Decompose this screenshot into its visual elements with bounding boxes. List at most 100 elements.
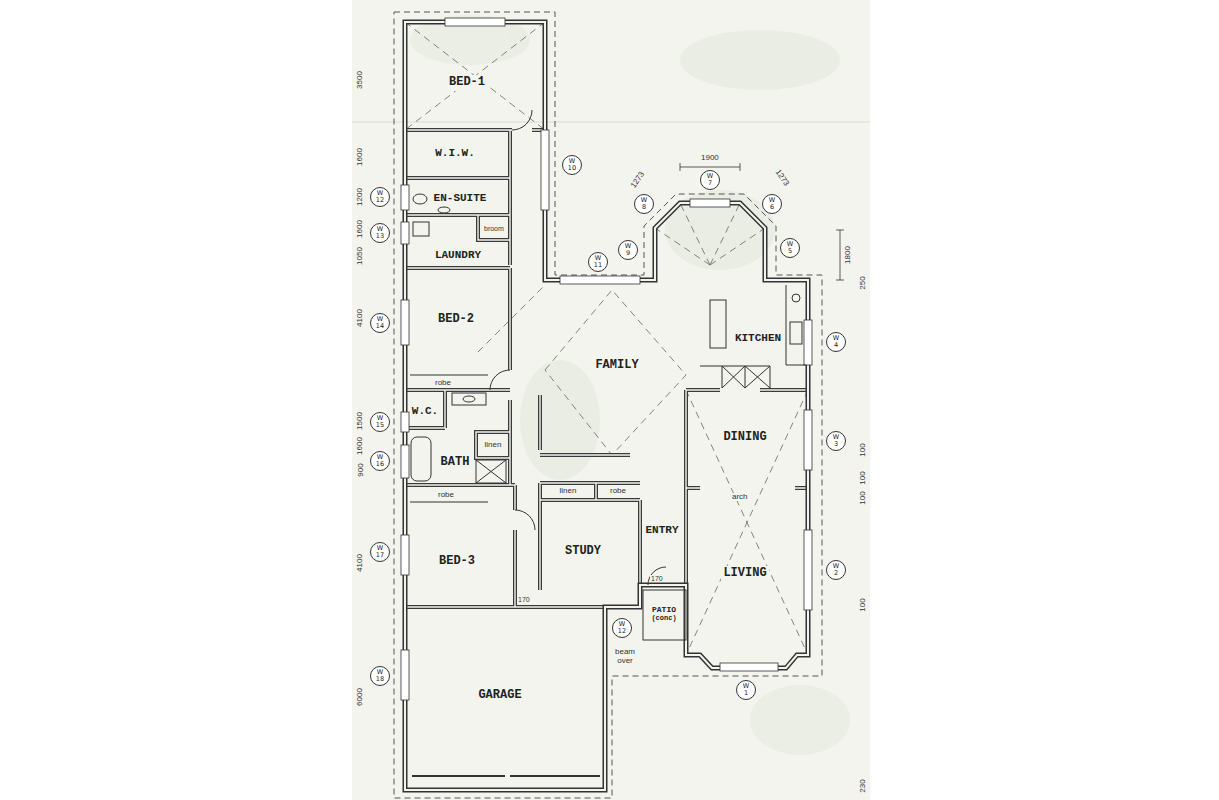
room-name: STUDY bbox=[565, 545, 601, 558]
window-callout: W 16 bbox=[370, 451, 390, 471]
room-note: linen bbox=[484, 441, 503, 449]
window-callout: W 9 bbox=[618, 240, 638, 260]
fold-line bbox=[352, 122, 870, 123]
room-name: BED-3 bbox=[439, 555, 475, 568]
room-name: (conc) bbox=[651, 615, 676, 623]
window bbox=[690, 199, 730, 207]
room: STUDY bbox=[563, 544, 603, 559]
patio-slab bbox=[643, 590, 686, 640]
room: LAUNDRY bbox=[433, 248, 483, 262]
room-name: BATH bbox=[441, 456, 470, 469]
window bbox=[401, 445, 409, 478]
callout-number: W 15 bbox=[375, 415, 385, 429]
window-callout: W 15 bbox=[370, 412, 390, 432]
eaves-line bbox=[394, 12, 822, 798]
room-name: GARAGE bbox=[478, 689, 521, 702]
window-callout: W 14 bbox=[370, 313, 390, 333]
dimension-lines bbox=[680, 163, 844, 280]
window-callout: W 13 bbox=[370, 223, 390, 243]
callout-number: W 8 bbox=[639, 197, 649, 211]
dimension: 1800 bbox=[844, 245, 852, 265]
window-callout: W 10 bbox=[562, 155, 582, 175]
room-name: EN-SUITE bbox=[434, 192, 487, 204]
room-note: robe bbox=[609, 487, 627, 495]
callout-number: W 17 bbox=[375, 545, 385, 559]
room-note: 170 bbox=[650, 575, 664, 582]
dimension: 1600 bbox=[356, 436, 364, 456]
windows bbox=[401, 18, 812, 700]
room-name: BED-2 bbox=[438, 313, 474, 326]
room-name: PATIO bbox=[651, 606, 676, 615]
window bbox=[541, 130, 549, 210]
dimension: 1900 bbox=[700, 154, 720, 162]
door-swing bbox=[512, 110, 532, 130]
door-swing bbox=[648, 567, 666, 585]
dimension: 100 bbox=[858, 442, 866, 457]
room-name: DINING bbox=[723, 431, 766, 444]
hotplate bbox=[792, 294, 800, 302]
room: BATH bbox=[439, 455, 472, 470]
callout-number: W 14 bbox=[375, 316, 385, 330]
callout-number: W 18 bbox=[375, 669, 385, 683]
kitchen-counter bbox=[786, 285, 806, 365]
room: EN-SUITE bbox=[432, 191, 489, 205]
window bbox=[401, 185, 409, 210]
callout-number: W 13 bbox=[375, 226, 385, 240]
room: LIVING bbox=[721, 566, 768, 581]
window-callout: W 4 bbox=[826, 332, 846, 352]
callout-number: W 5 bbox=[785, 241, 795, 255]
window bbox=[804, 410, 812, 470]
basin bbox=[438, 207, 450, 213]
dimension: 1200 bbox=[356, 187, 364, 207]
dimension: 1600 bbox=[356, 147, 364, 167]
toilet bbox=[413, 194, 427, 204]
room-note: broom bbox=[483, 225, 505, 232]
dimension: 1050 bbox=[356, 246, 364, 266]
garage-door bbox=[412, 775, 600, 777]
dimension: 100 bbox=[858, 470, 866, 485]
callout-number: W 12 bbox=[617, 621, 627, 635]
door-swing bbox=[515, 510, 535, 530]
dimension: 1500 bbox=[356, 411, 364, 431]
dimension: 4100 bbox=[356, 553, 364, 573]
window-callout: W 5 bbox=[780, 238, 800, 258]
window-callout: W 12 bbox=[370, 187, 390, 207]
dimension: 3500 bbox=[356, 70, 364, 90]
room-note: linen bbox=[559, 487, 578, 495]
room: GARAGE bbox=[476, 688, 523, 703]
room-note: robe bbox=[434, 379, 452, 387]
room-name: LIVING bbox=[723, 567, 766, 580]
room-note: beam over bbox=[613, 648, 637, 666]
dimension: 900 bbox=[356, 462, 364, 477]
window-callout: W 3 bbox=[826, 431, 846, 451]
stain bbox=[750, 685, 850, 755]
window bbox=[401, 222, 409, 244]
dimension-line bbox=[836, 230, 844, 280]
window-callout: W 6 bbox=[762, 194, 782, 214]
window-callout: W 12 bbox=[612, 618, 632, 638]
window-callout: W 8 bbox=[634, 194, 654, 214]
window bbox=[804, 320, 812, 365]
hip-line bbox=[405, 22, 545, 130]
room: W.I.W. bbox=[433, 146, 477, 160]
robe-front bbox=[410, 375, 488, 502]
dimension: 1273 bbox=[773, 168, 791, 189]
window-callout: W 18 bbox=[370, 666, 390, 686]
window bbox=[804, 530, 812, 610]
window-callout: W 2 bbox=[826, 560, 846, 580]
door-swing bbox=[490, 370, 510, 390]
stain bbox=[520, 360, 600, 480]
paper-stains bbox=[410, 15, 850, 755]
vanity bbox=[452, 393, 486, 405]
room-name: FAMILY bbox=[595, 359, 638, 372]
laundry-tub bbox=[413, 222, 429, 236]
dimension: 1273 bbox=[629, 170, 647, 191]
room-note: 170 bbox=[517, 596, 531, 603]
window bbox=[401, 412, 409, 432]
room: PATIO(conc) bbox=[649, 605, 678, 623]
callout-number: W 1 bbox=[741, 683, 751, 697]
window bbox=[401, 650, 409, 700]
hip-line bbox=[686, 390, 808, 655]
dimension: 1600 bbox=[356, 219, 364, 239]
window-callout: W 11 bbox=[588, 252, 608, 272]
